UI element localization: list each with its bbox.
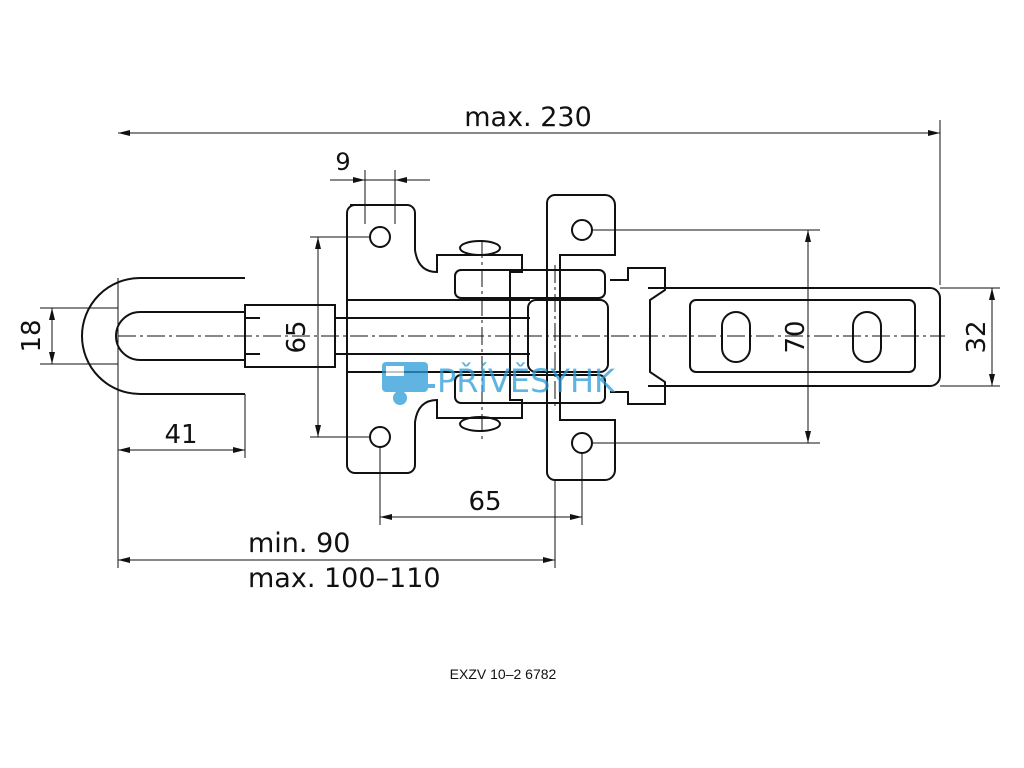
dim-65-horizontal: 65 — [468, 487, 501, 517]
dim-9: 9 — [335, 148, 350, 176]
dim-max-100-110: max. 100–110 — [248, 563, 441, 594]
trailer-icon — [382, 362, 435, 405]
dim-32: 32 — [962, 320, 992, 353]
dim-70: 70 — [781, 320, 811, 353]
ring-inner — [115, 311, 245, 361]
extension-lines — [40, 120, 1000, 568]
watermark-text: PŘÍVĚSYHK — [437, 362, 616, 400]
part-outline — [81, 194, 941, 481]
watermark-logo: PŘÍVĚSYHK — [382, 362, 616, 405]
dim-min-90: min. 90 — [248, 528, 350, 559]
lever-handle — [648, 287, 941, 387]
handle-slot-right — [852, 311, 882, 363]
dim-18: 18 — [17, 319, 47, 352]
dimension-lines — [49, 130, 995, 563]
handle-slot-left — [721, 311, 751, 363]
hole-left-top — [369, 226, 391, 248]
hole-right-top — [571, 219, 593, 241]
left-plate — [346, 204, 523, 474]
right-plate — [546, 194, 616, 481]
link-arm-top — [454, 269, 606, 299]
dim-65-vertical: 65 — [282, 320, 312, 353]
link-arm-bottom — [454, 374, 606, 404]
dim-41: 41 — [164, 420, 197, 450]
hole-right-bottom — [571, 432, 593, 454]
drawing-code: EXZV 10–2 6782 — [450, 666, 557, 682]
hole-left-bottom — [369, 426, 391, 448]
dim-max-230: max. 230 — [464, 102, 592, 133]
ring-outer — [81, 277, 245, 395]
